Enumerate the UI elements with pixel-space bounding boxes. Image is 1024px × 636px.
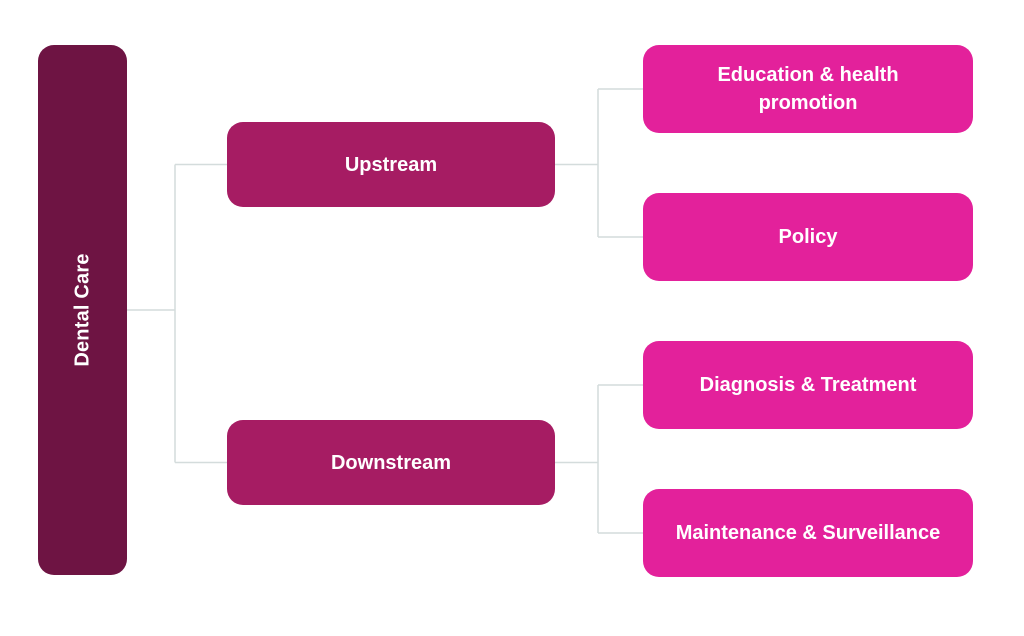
leaf-node-policy: Policy (643, 193, 973, 281)
branch-node-upstream: Upstream (227, 122, 555, 207)
leaf-node-label: Diagnosis & Treatment (699, 374, 917, 396)
connector-root-to-branches (127, 163, 227, 464)
branch-node-downstream: Downstream (227, 420, 555, 505)
leaf-node-education-health-promotion: Education & health promotion (643, 45, 973, 133)
root-node-dental-care: Dental Care (38, 45, 127, 575)
leaf-node-label: Maintenance & Surveillance (675, 522, 941, 544)
connector-upstream-to-children (555, 88, 643, 238)
branch-node-label: Downstream (330, 451, 452, 474)
leaf-node-label: Education & health promotion (717, 64, 899, 114)
root-node-label: Dental Care (71, 253, 94, 367)
leaf-node-label: Policy (778, 226, 838, 248)
branch-node-label: Upstream (344, 153, 438, 176)
leaf-node-diagnosis-treatment: Diagnosis & Treatment (643, 341, 973, 429)
leaf-node-maintenance-surveillance: Maintenance & Surveillance (643, 489, 973, 577)
connector-downstream-to-children (555, 384, 643, 534)
